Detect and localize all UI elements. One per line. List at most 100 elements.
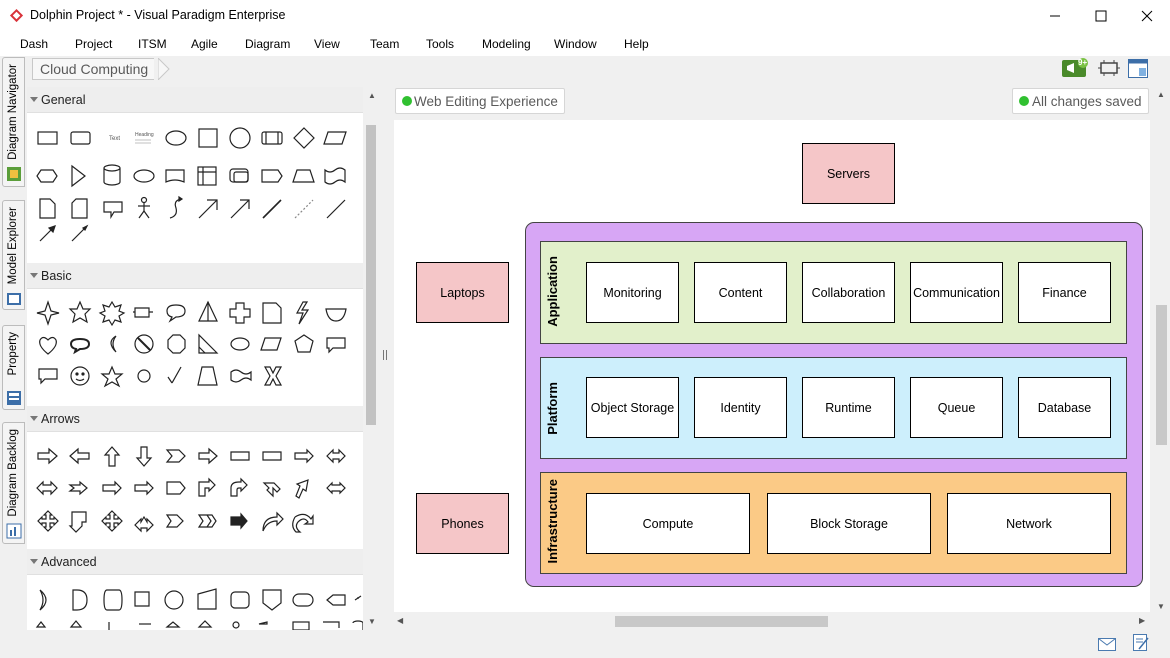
palette-section-advanced[interactable]: Advanced: [27, 549, 363, 575]
shape-label: Object Storage: [590, 400, 675, 415]
section-label: Arrows: [41, 412, 80, 426]
save-status-badge: All changes saved: [1012, 88, 1149, 114]
palette-section-arrows[interactable]: Arrows: [27, 406, 363, 432]
tab-label: Model Explorer: [7, 207, 19, 285]
web-editing-label: Web Editing Experience: [414, 94, 558, 109]
window-title: Dolphin Project * - Visual Paradigm Ente…: [30, 8, 286, 22]
canvas-vertical-thumb[interactable]: [1156, 305, 1167, 445]
app-logo-icon: [9, 8, 24, 23]
app-item-content[interactable]: Content: [694, 262, 787, 323]
tab-diagram-navigator[interactable]: Diagram Navigator: [2, 57, 25, 187]
maximize-icon: [1095, 10, 1107, 22]
phones-shape[interactable]: Phones: [416, 493, 509, 554]
menu-team[interactable]: Team: [370, 37, 400, 51]
menu-agile[interactable]: Agile: [191, 37, 218, 51]
web-editing-badge[interactable]: Web Editing Experience: [395, 88, 565, 114]
palette-section-basic[interactable]: Basic: [27, 263, 363, 289]
heading-sample: Heading: [135, 132, 154, 138]
splitter-handle[interactable]: [383, 350, 387, 360]
tab-label: Diagram Backlog: [7, 429, 19, 517]
infra-item-network[interactable]: Network: [947, 493, 1111, 554]
property-icon: [7, 391, 21, 405]
basic-shapes[interactable]: [27, 292, 363, 402]
minimize-button[interactable]: [1032, 0, 1078, 32]
shape-palette: General Text Heading: [27, 87, 363, 630]
tab-label: Diagram Navigator: [7, 64, 19, 160]
collapse-icon: [30, 559, 38, 564]
scroll-down-icon[interactable]: ▼: [368, 617, 376, 626]
layout-panel-icon[interactable]: [1128, 59, 1148, 78]
shape-label: Collaboration: [811, 285, 886, 300]
menu-modeling[interactable]: Modeling: [482, 37, 531, 51]
menu-project[interactable]: Project: [75, 37, 113, 51]
layer-label: Application: [545, 256, 560, 327]
tab-model-explorer[interactable]: Model Explorer: [2, 200, 25, 310]
platform-item-database[interactable]: Database: [1018, 377, 1111, 438]
shape-label: Servers: [826, 166, 871, 181]
menu-itsm[interactable]: ITSM: [138, 37, 167, 51]
section-label: Basic: [41, 269, 72, 283]
shape-label: Content: [718, 285, 763, 300]
menu-dash[interactable]: Dash: [20, 37, 49, 51]
shape-label: Communication: [913, 285, 1000, 300]
app-item-communication[interactable]: Communication: [910, 262, 1003, 323]
menu-view[interactable]: View: [314, 37, 340, 51]
platform-item-runtime[interactable]: Runtime: [802, 377, 895, 438]
collapse-icon: [30, 273, 38, 278]
text-sample: Text: [109, 136, 120, 142]
shape-label: Queue: [937, 400, 976, 415]
menu-tools[interactable]: Tools: [426, 37, 455, 51]
infra-item-block-storage[interactable]: Block Storage: [767, 493, 931, 554]
notes-icon[interactable]: [1133, 634, 1149, 652]
infra-item-compute[interactable]: Compute: [586, 493, 750, 554]
fit-diagram-icon[interactable]: [1098, 60, 1120, 76]
general-shapes[interactable]: Text Heading: [27, 117, 363, 247]
scroll-up-icon[interactable]: ▲: [368, 91, 376, 100]
menu-diagram[interactable]: Diagram: [245, 37, 291, 51]
shape-label: Runtime: [825, 400, 872, 415]
section-label: Advanced: [41, 555, 97, 569]
palette-section-general[interactable]: General: [27, 87, 363, 113]
notification-badge: 9+: [1078, 58, 1088, 67]
shape-label: Network: [1006, 516, 1052, 531]
tab-label: Property: [7, 332, 19, 376]
scroll-right-icon[interactable]: ▶: [1139, 616, 1146, 625]
title-bar: Dolphin Project * - Visual Paradigm Ente…: [0, 0, 1170, 32]
layer-label: Infrastructure: [545, 479, 560, 564]
status-bar: [0, 630, 1170, 658]
megaphone-icon[interactable]: [1062, 58, 1090, 78]
app-item-finance[interactable]: Finance: [1018, 262, 1111, 323]
app-item-collaboration[interactable]: Collaboration: [802, 262, 895, 323]
servers-shape[interactable]: Servers: [802, 143, 895, 204]
layer-label: Platform: [545, 382, 560, 435]
platform-item-object-storage[interactable]: Object Storage: [586, 377, 679, 438]
canvas-horizontal-thumb[interactable]: [615, 616, 828, 627]
breadcrumb-arrow-icon: [158, 58, 170, 80]
shape-label: Compute: [642, 516, 694, 531]
palette-scroll-thumb[interactable]: [366, 125, 376, 425]
scroll-up-icon[interactable]: ▲: [1157, 90, 1165, 99]
save-status-label: All changes saved: [1032, 94, 1142, 109]
scroll-down-icon[interactable]: ▼: [1157, 602, 1165, 611]
scroll-left-icon[interactable]: ◀: [397, 616, 404, 625]
menu-window[interactable]: Window: [554, 37, 597, 51]
app-item-monitoring[interactable]: Monitoring: [586, 262, 679, 323]
advanced-shapes[interactable]: [27, 578, 363, 630]
menu-help[interactable]: Help: [624, 37, 649, 51]
shape-label: Laptops: [440, 285, 485, 300]
maximize-button[interactable]: [1078, 0, 1124, 32]
platform-item-queue[interactable]: Queue: [910, 377, 1003, 438]
tab-property[interactable]: Property: [2, 325, 25, 410]
mail-icon[interactable]: [1098, 638, 1116, 651]
menu-bar: [0, 32, 1170, 56]
shape-label: Phones: [441, 516, 484, 531]
collapse-icon: [30, 416, 38, 421]
close-icon: [1141, 10, 1153, 22]
breadcrumb[interactable]: Cloud Computing: [32, 58, 155, 80]
tab-diagram-backlog[interactable]: Diagram Backlog: [2, 422, 25, 544]
close-button[interactable]: [1124, 0, 1170, 32]
platform-item-identity[interactable]: Identity: [694, 377, 787, 438]
laptops-shape[interactable]: Laptops: [416, 262, 509, 323]
arrow-shapes[interactable]: [27, 435, 363, 535]
shape-label: Database: [1037, 400, 1092, 415]
